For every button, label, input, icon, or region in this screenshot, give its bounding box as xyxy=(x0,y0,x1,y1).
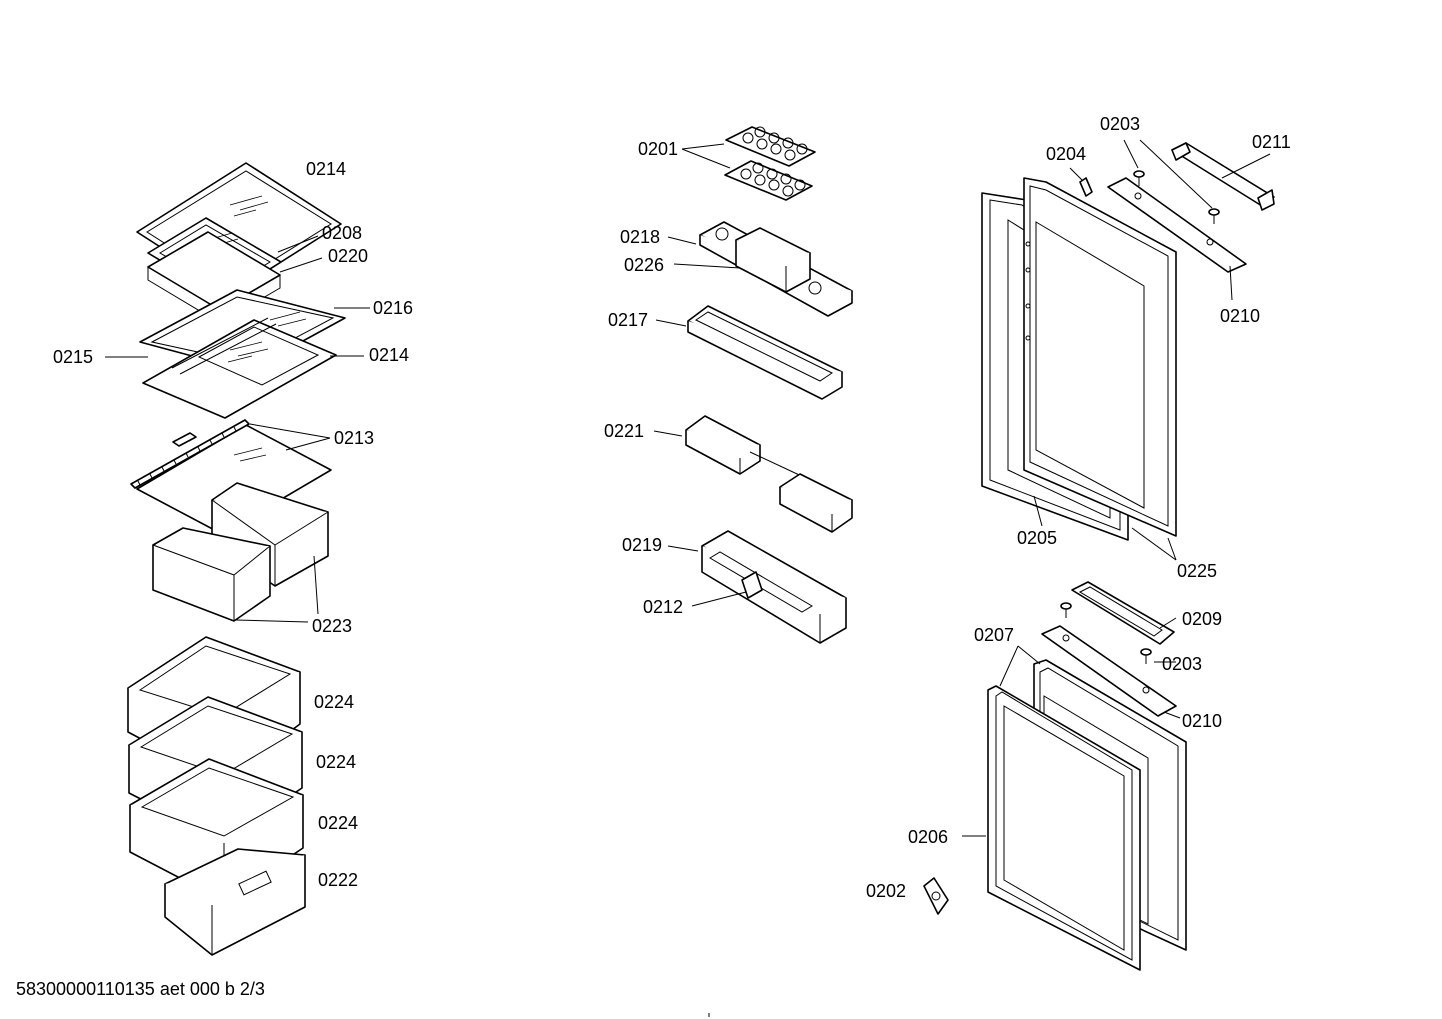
label-0203-upper: 0203 xyxy=(1100,114,1140,134)
label-0218: 0218 xyxy=(620,227,660,247)
label-0211: 0211 xyxy=(1252,132,1291,152)
label-0214-top: 0214 xyxy=(306,159,346,179)
part-0206-door-gasket-lower xyxy=(987,685,1141,971)
label-0215: 0215 xyxy=(53,347,93,367)
drawing-reference: 58300000110135 aet 000 b 2/3 xyxy=(16,979,265,999)
label-0206: 0206 xyxy=(908,827,948,847)
part-0226-butter-lid xyxy=(735,227,811,293)
label-0224-1: 0224 xyxy=(314,692,354,712)
part-0203-screw-3 xyxy=(1060,602,1072,618)
label-0207: 0207 xyxy=(974,625,1014,645)
label-0212: 0212 xyxy=(643,597,683,617)
label-0202: 0202 xyxy=(866,881,906,901)
label-0224-2: 0224 xyxy=(316,752,356,772)
part-0203-screw-2 xyxy=(1208,208,1220,224)
part-number-labels: 0214 0208 0220 0216 0215 0214 0213 0223 … xyxy=(53,114,1291,901)
part-0211-handle-top xyxy=(1171,142,1275,211)
label-0208: 0208 xyxy=(322,223,362,243)
label-0204: 0204 xyxy=(1046,144,1086,164)
leaders-right xyxy=(962,139,1271,837)
label-0216: 0216 xyxy=(373,298,413,318)
part-0219-bottle-shelf xyxy=(701,530,847,644)
label-0209: 0209 xyxy=(1182,609,1222,629)
label-0225: 0225 xyxy=(1177,561,1217,581)
label-0217: 0217 xyxy=(608,310,648,330)
part-0209-handle-lower xyxy=(1071,581,1175,645)
label-0213: 0213 xyxy=(334,428,374,448)
part-0203-screw-4 xyxy=(1140,648,1152,664)
part-0223-vegetable-box-left xyxy=(152,527,271,622)
label-0214-lower: 0214 xyxy=(369,345,409,365)
label-0224-3: 0224 xyxy=(318,813,358,833)
part-0201-egg-tray-bottom xyxy=(724,160,813,201)
label-0222: 0222 xyxy=(318,870,358,890)
label-0221: 0221 xyxy=(604,421,644,441)
label-0226: 0226 xyxy=(624,255,664,275)
part-0221-split-door-shelf xyxy=(685,415,853,533)
part-0217-door-shelf xyxy=(687,305,843,400)
part-0201-egg-tray-top xyxy=(725,126,816,167)
part-0223-vegetable-box-right xyxy=(211,482,329,587)
leaders-left xyxy=(105,235,370,623)
part-0204-clip xyxy=(1079,177,1093,197)
part-0203-screw-1 xyxy=(1133,170,1145,186)
label-0205: 0205 xyxy=(1017,528,1057,548)
part-0213-shelf-with-rail xyxy=(130,419,332,535)
label-0219: 0219 xyxy=(622,535,662,555)
label-0203-lower: 0203 xyxy=(1162,654,1202,674)
part-0222-bottom-drawer xyxy=(164,848,306,956)
label-0223: 0223 xyxy=(312,616,352,636)
leaders-middle xyxy=(653,143,747,607)
label-0210-upper: 0210 xyxy=(1220,306,1260,326)
part-0214-glass-shelf-lower xyxy=(142,317,337,419)
part-0210-hinge-bracket-lower xyxy=(1041,625,1177,717)
part-0225-door-panel-upper xyxy=(1023,177,1177,537)
part-0202-switch-cover xyxy=(923,877,949,915)
part-0210-hinge-bracket-upper xyxy=(1107,177,1247,273)
label-0201: 0201 xyxy=(638,139,678,159)
label-0220: 0220 xyxy=(328,246,368,266)
label-0210-lower: 0210 xyxy=(1182,711,1222,731)
